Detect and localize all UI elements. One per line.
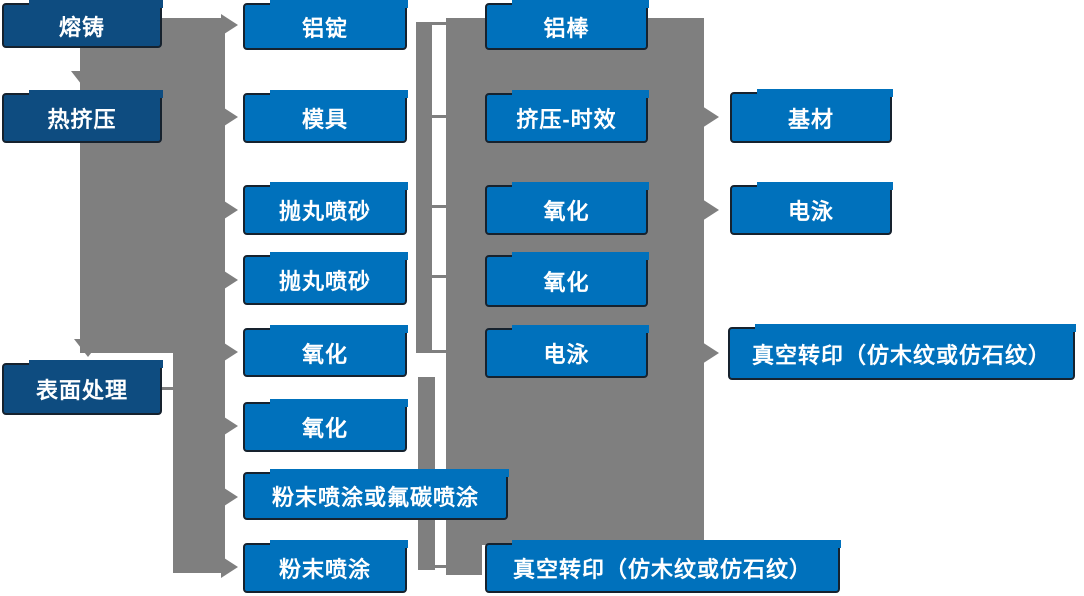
node-label: 真空转印（仿木纹或仿石纹）	[512, 557, 812, 582]
node-extrusion-aging: 挤压-时效	[485, 90, 649, 143]
node-label: 粉末喷涂或氟碳喷涂	[271, 485, 479, 510]
node-electrophoresis-1: 电泳	[485, 325, 649, 378]
node-mold: 模具	[243, 90, 408, 143]
node-label: 熔铸	[58, 14, 105, 40]
node-hot-extrusion: 热挤压	[2, 90, 163, 143]
arrow-right-icon	[221, 486, 238, 508]
node-surface-treatment: 表面处理	[2, 360, 163, 415]
link-line	[432, 22, 448, 25]
link-line	[433, 565, 448, 568]
link-line	[432, 275, 448, 278]
arrow-right-icon	[221, 106, 238, 128]
arrow-right-icon	[221, 556, 238, 578]
node-aluminum-ingot: 铝锭	[243, 0, 408, 50]
node-oxidation-2: 氧化	[243, 399, 408, 452]
arrow-right-icon	[221, 269, 238, 291]
node-electrophoresis-2: 电泳	[730, 182, 893, 235]
node-label: 热挤压	[47, 107, 117, 132]
node-label: 铝棒	[543, 15, 590, 41]
connector-left-main-band	[80, 18, 225, 353]
arrow-right-icon	[221, 14, 238, 36]
node-label: 粉末喷涂	[278, 557, 371, 582]
node-shot-blasting-1: 抛丸喷砂	[243, 182, 408, 235]
link-line	[432, 350, 448, 353]
node-label: 模具	[301, 107, 348, 132]
arrow-right-icon	[702, 342, 719, 364]
arrow-down-icon	[71, 71, 99, 89]
node-label: 电泳	[787, 199, 834, 224]
node-substrate: 基材	[730, 89, 893, 143]
link-line	[161, 387, 175, 390]
node-vacuum-transfer-print-right: 真空转印（仿木纹或仿石纹）	[728, 324, 1076, 380]
arrow-right-icon	[702, 199, 719, 221]
node-label: 氧化	[543, 199, 590, 224]
arrow-right-icon	[221, 341, 238, 363]
node-label: 电泳	[543, 342, 590, 367]
node-shot-blasting-2: 抛丸喷砂	[243, 252, 408, 305]
arrow-right-icon	[221, 199, 238, 221]
node-powder-or-fluorocarbon-coating: 粉末喷涂或氟碳喷涂	[243, 469, 509, 520]
link-line	[432, 115, 448, 118]
node-label: 基材	[787, 106, 834, 132]
node-label: 挤压-时效	[516, 107, 617, 132]
node-label: 抛丸喷砂	[278, 269, 371, 294]
node-powder-coating: 粉末喷涂	[243, 540, 408, 593]
connector-mid-strip-upper	[416, 22, 432, 353]
node-label: 铝锭	[301, 15, 348, 41]
node-vacuum-transfer-print-bottom: 真空转印（仿木纹或仿石纹）	[485, 540, 841, 593]
connector-right-block-tail	[446, 545, 482, 575]
node-label: 氧化	[301, 341, 348, 367]
link-line	[432, 205, 448, 208]
node-melting-casting: 熔铸	[2, 0, 163, 48]
node-label: 抛丸喷砂	[278, 199, 371, 224]
node-label: 氧化	[543, 270, 590, 295]
node-oxidation-1: 氧化	[243, 325, 408, 377]
arrow-right-icon	[221, 415, 238, 437]
node-label: 真空转印（仿木纹或仿石纹）	[751, 342, 1051, 368]
node-oxidation-3: 氧化	[485, 182, 649, 235]
node-label: 表面处理	[35, 378, 128, 403]
node-oxidation-4: 氧化	[485, 252, 649, 307]
arrow-right-icon	[702, 106, 719, 128]
connector-left-lower-band	[173, 353, 225, 573]
node-aluminum-rod: 铝棒	[485, 0, 649, 50]
arrow-down-icon	[74, 339, 102, 357]
node-label: 氧化	[301, 416, 348, 441]
